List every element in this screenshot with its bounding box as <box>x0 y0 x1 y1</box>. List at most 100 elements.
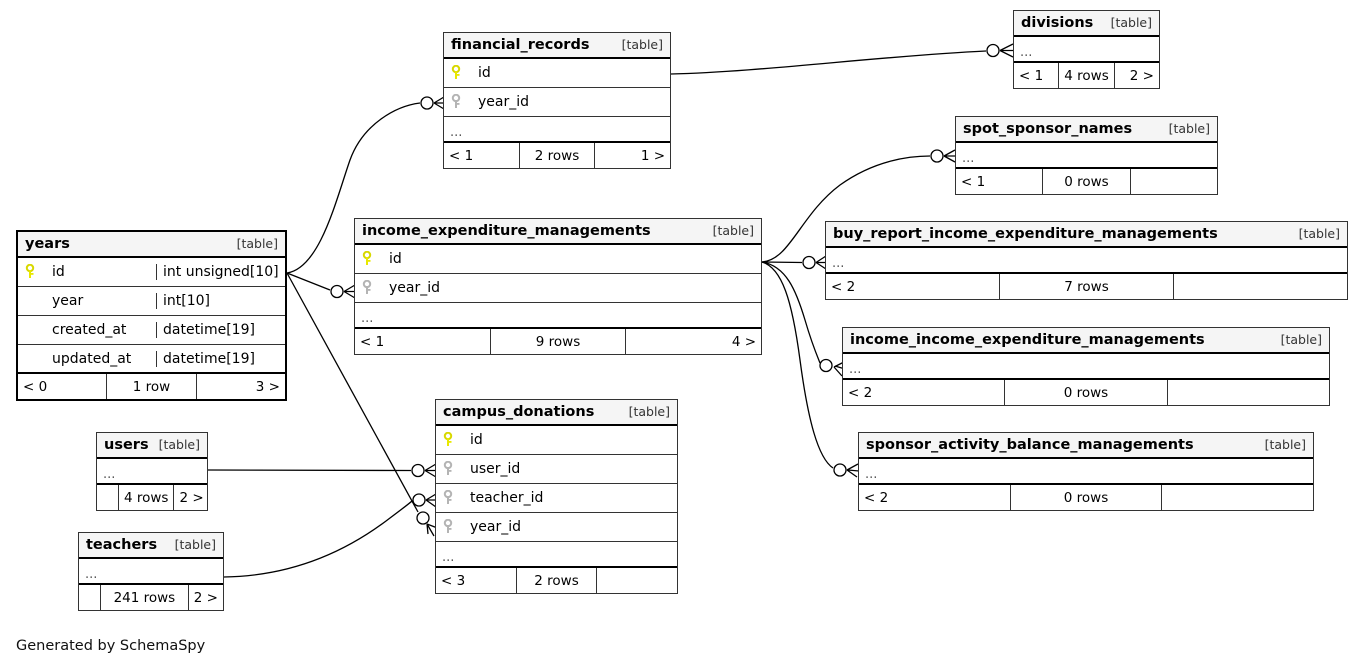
column-row-year[interactable]: year int[10] <box>18 287 285 316</box>
footer-parents[interactable]: < 3 <box>436 568 517 593</box>
column-label: year_id <box>389 280 441 296</box>
footer-children[interactable]: 2 > <box>179 489 204 506</box>
column-row-year-id[interactable]: year_id <box>444 88 670 117</box>
column-row-id[interactable]: id int unsigned[10] <box>18 258 285 287</box>
table-title: sponsor_activity_balance_managements <box>866 436 1194 453</box>
footer-rowcount: 7 rows <box>1000 274 1174 299</box>
column-label: id <box>470 432 483 448</box>
footer-parents[interactable]: < 2 <box>843 380 1006 405</box>
table-tag: [table] <box>1264 437 1306 452</box>
more-columns-indicator: ... <box>444 117 670 143</box>
table-title: buy_report_income_expenditure_management… <box>833 225 1218 242</box>
footer-parents[interactable]: < 1 <box>956 169 1044 194</box>
column-row-updated-at[interactable]: updated_at datetime[19] <box>18 345 285 374</box>
footer-rowcount: 2 rows <box>517 568 598 593</box>
table-financial-records[interactable]: financial_records [table] id year_id ...… <box>443 32 671 169</box>
column-label: created_at <box>52 322 127 338</box>
column-type: int unsigned[10] <box>163 264 279 280</box>
column-name-cell: created_at <box>18 322 157 338</box>
table-tag: [table] <box>712 223 754 238</box>
more-columns-indicator: ... <box>843 354 1329 380</box>
footer-children[interactable] <box>1162 485 1313 510</box>
generated-by-credit: Generated by SchemaSpy <box>16 638 206 654</box>
footer-parents[interactable] <box>79 585 101 610</box>
footer-children[interactable] <box>597 568 677 593</box>
table-teachers[interactable]: teachers [table] ... 241 rows 2 > <box>78 532 224 611</box>
table-footer: < 0 1 row 3 > <box>18 374 285 399</box>
footer-children[interactable]: 1 > <box>640 147 666 164</box>
column-row-id[interactable]: id <box>436 426 677 455</box>
table-header: income_expenditure_managements [table] <box>355 219 761 245</box>
table-footer: 241 rows 2 > <box>79 585 223 610</box>
footer-children[interactable] <box>1131 169 1217 194</box>
table-footer: < 1 9 rows 4 > <box>355 329 761 354</box>
table-header: spot_sponsor_names [table] <box>956 117 1217 143</box>
footer-parents[interactable]: < 2 <box>826 274 1000 299</box>
column-row-created-at[interactable]: created_at datetime[19] <box>18 316 285 345</box>
column-row-year-id[interactable]: year_id <box>436 513 677 542</box>
table-campus-donations[interactable]: campus_donations [table] id user_id teac… <box>435 399 678 594</box>
footer-children[interactable] <box>1168 380 1329 405</box>
table-income-income-expenditure-managements[interactable]: income_income_expenditure_managements [t… <box>842 327 1330 406</box>
table-footer: < 2 0 rows <box>843 380 1329 405</box>
column-name-cell: id <box>436 432 677 448</box>
table-tag: [table] <box>1298 226 1340 241</box>
key-icon-primary <box>361 251 373 267</box>
table-header: sponsor_activity_balance_managements [ta… <box>859 433 1313 459</box>
footer-parents[interactable]: < 0 <box>18 374 108 399</box>
table-buy-report-income-expenditure-managements[interactable]: buy_report_income_expenditure_management… <box>825 221 1348 300</box>
footer-parents[interactable] <box>97 485 119 510</box>
footer-rowcount: 0 rows <box>1005 380 1168 405</box>
key-icon-primary <box>442 432 454 448</box>
edge-years-income-expenditure <box>286 272 356 299</box>
edge-teachers-campus-donations <box>223 493 437 578</box>
table-title: income_income_expenditure_managements <box>850 331 1205 348</box>
table-header: financial_records [table] <box>444 33 670 59</box>
column-name-cell: updated_at <box>18 350 157 367</box>
more-columns-indicator: ... <box>436 542 677 568</box>
footer-rowcount: 0 rows <box>1043 169 1131 194</box>
more-columns-indicator: ... <box>1014 37 1159 63</box>
table-footer: < 2 0 rows <box>859 485 1313 510</box>
footer-children[interactable]: 2 > <box>193 589 218 606</box>
table-tag: [table] <box>1168 121 1210 136</box>
footer-rowcount: 4 rows <box>119 485 175 510</box>
footer-children[interactable]: 3 > <box>255 378 280 395</box>
column-row-teacher-id[interactable]: teacher_id <box>436 484 677 513</box>
table-users[interactable]: users [table] ... 4 rows 2 > <box>96 432 208 511</box>
table-footer: < 1 0 rows <box>956 169 1217 194</box>
footer-parents[interactable]: < 2 <box>859 485 1011 510</box>
column-row-id[interactable]: id <box>444 59 670 88</box>
table-spot-sponsor-names[interactable]: spot_sponsor_names [table] ... < 1 0 row… <box>955 116 1218 195</box>
table-title: users <box>104 436 149 453</box>
table-footer: < 1 2 rows 1 > <box>444 143 670 168</box>
table-title: income_expenditure_managements <box>362 222 651 239</box>
column-name-cell: id <box>444 65 670 81</box>
column-label: updated_at <box>52 350 132 367</box>
column-row-id[interactable]: id <box>355 245 761 274</box>
footer-parents[interactable]: < 1 <box>1014 63 1060 88</box>
table-years[interactable]: years [table] id int unsigned[10] year i… <box>16 230 287 401</box>
column-label: id <box>478 65 491 81</box>
edge-financial-records-divisions <box>670 43 1014 75</box>
table-header: income_income_expenditure_managements [t… <box>843 328 1329 354</box>
column-row-user-id[interactable]: user_id <box>436 455 677 484</box>
table-title: divisions <box>1021 14 1094 31</box>
more-columns-indicator: ... <box>355 303 761 329</box>
footer-children[interactable] <box>1174 274 1347 299</box>
table-divisions[interactable]: divisions [table] ... < 1 4 rows 2 > <box>1013 10 1160 89</box>
table-sponsor-activity-balance-managements[interactable]: sponsor_activity_balance_managements [ta… <box>858 432 1314 511</box>
table-tag: [table] <box>1110 15 1152 30</box>
footer-parents[interactable]: < 1 <box>355 329 491 354</box>
footer-parents[interactable]: < 1 <box>444 143 520 168</box>
footer-rowcount: 4 rows <box>1059 63 1115 88</box>
footer-children[interactable]: 4 > <box>731 333 757 350</box>
column-type: datetime[19] <box>163 322 255 338</box>
footer-rowcount: 9 rows <box>491 329 627 354</box>
column-row-year-id[interactable]: year_id <box>355 274 761 303</box>
table-income-expenditure-managements[interactable]: income_expenditure_managements [table] i… <box>354 218 762 355</box>
footer-children[interactable]: 2 > <box>1129 67 1154 84</box>
column-name-cell: user_id <box>436 461 677 477</box>
table-header: divisions [table] <box>1014 11 1159 37</box>
